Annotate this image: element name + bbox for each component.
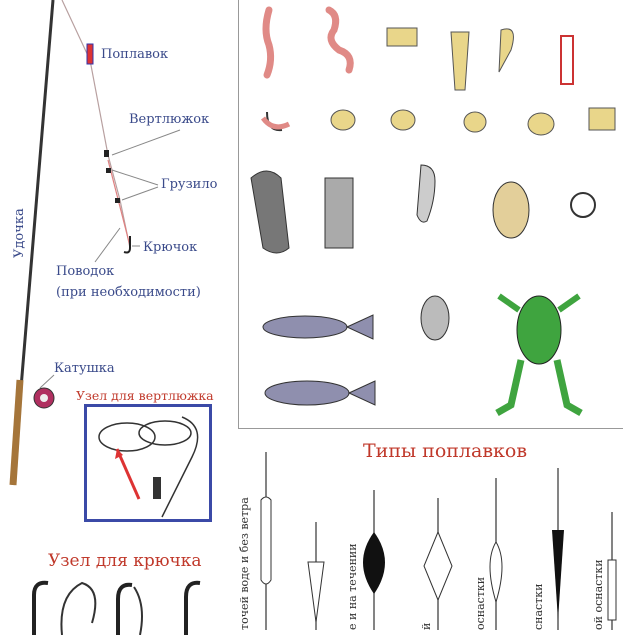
float-caption-2: е и на течении [346,543,359,630]
baits-illustration [250,6,616,417]
swivel-knot-title: Узел для вертлюжка [76,388,214,403]
floats-title: Типы поплавков [363,440,528,462]
label-leader-note: (при необходимости) [56,285,201,300]
label-reel: Катушка [54,361,115,376]
float-caption-6: ой оснастки [592,559,605,630]
label-leader: Поводок [56,264,115,279]
label-swivel: Вертлюжок [129,112,210,127]
hook-knot-title: Узел для крючка [48,551,202,571]
floats-illustration [260,452,617,630]
float-caption-1: точей воде и без ветра [238,497,251,630]
float-caption-4: оснастки [474,576,487,630]
float-caption-3: й [420,622,433,630]
label-sinker: Грузило [161,177,218,192]
label-rod: Удочка [12,208,27,258]
float-caption-5: снастки [532,583,545,630]
hook-knot-illustration [32,580,201,635]
swivel-knot-box [84,404,212,522]
label-hook: Крючок [143,240,198,255]
baits-panel [238,0,623,429]
label-float: Поплавок [101,47,169,62]
swivel-knot-illustration [98,416,199,518]
